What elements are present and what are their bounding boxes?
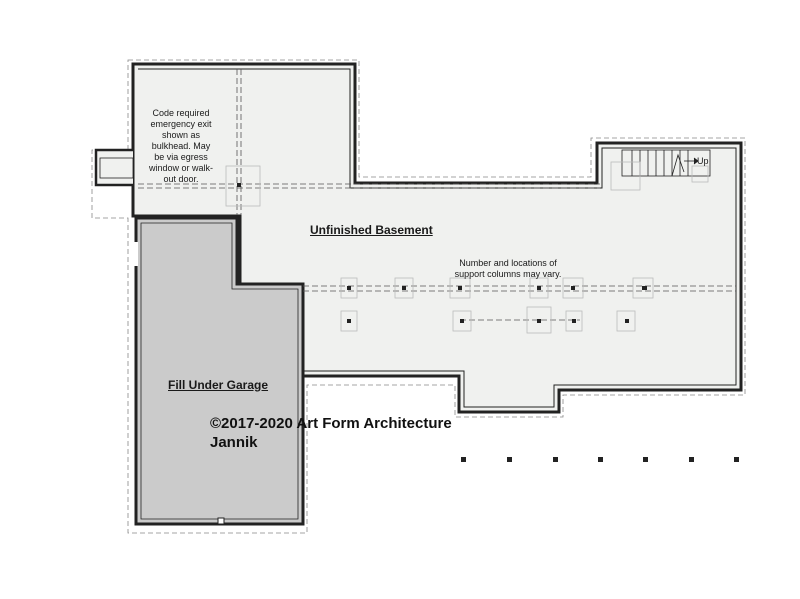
- columns-note: Number and locations of support columns …: [454, 258, 562, 279]
- garage-fill-label: Fill Under Garage: [168, 378, 269, 392]
- plan-name: Jannik: [210, 434, 258, 451]
- stair-post-pad: [691, 165, 709, 183]
- egress-note: Code required emergency exit shown as bu…: [148, 108, 214, 184]
- bulkhead-door: [99, 157, 134, 179]
- basement-floor-inner-wall: [138, 68, 737, 408]
- column-pads: [225, 165, 654, 334]
- garage-wall-opening: [133, 242, 138, 266]
- copyright-text: ©2017-2020 Art Form Architecture: [210, 415, 452, 432]
- stair-landing-pad: [610, 161, 641, 191]
- garage-fill-area: [134, 216, 305, 526]
- garage-post: [217, 517, 225, 525]
- deck-posts: [461, 457, 739, 462]
- garage-wall-line: [140, 222, 299, 520]
- support-columns: [237, 183, 647, 323]
- stair: [621, 149, 711, 177]
- footing-outline: [91, 59, 746, 534]
- beam-lines: [138, 69, 736, 321]
- bulkhead-egress: [94, 148, 133, 187]
- basement-room-label: Unfinished Basement: [310, 223, 433, 237]
- basement-floor: [131, 62, 743, 414]
- stair-up-label: Up: [697, 156, 709, 166]
